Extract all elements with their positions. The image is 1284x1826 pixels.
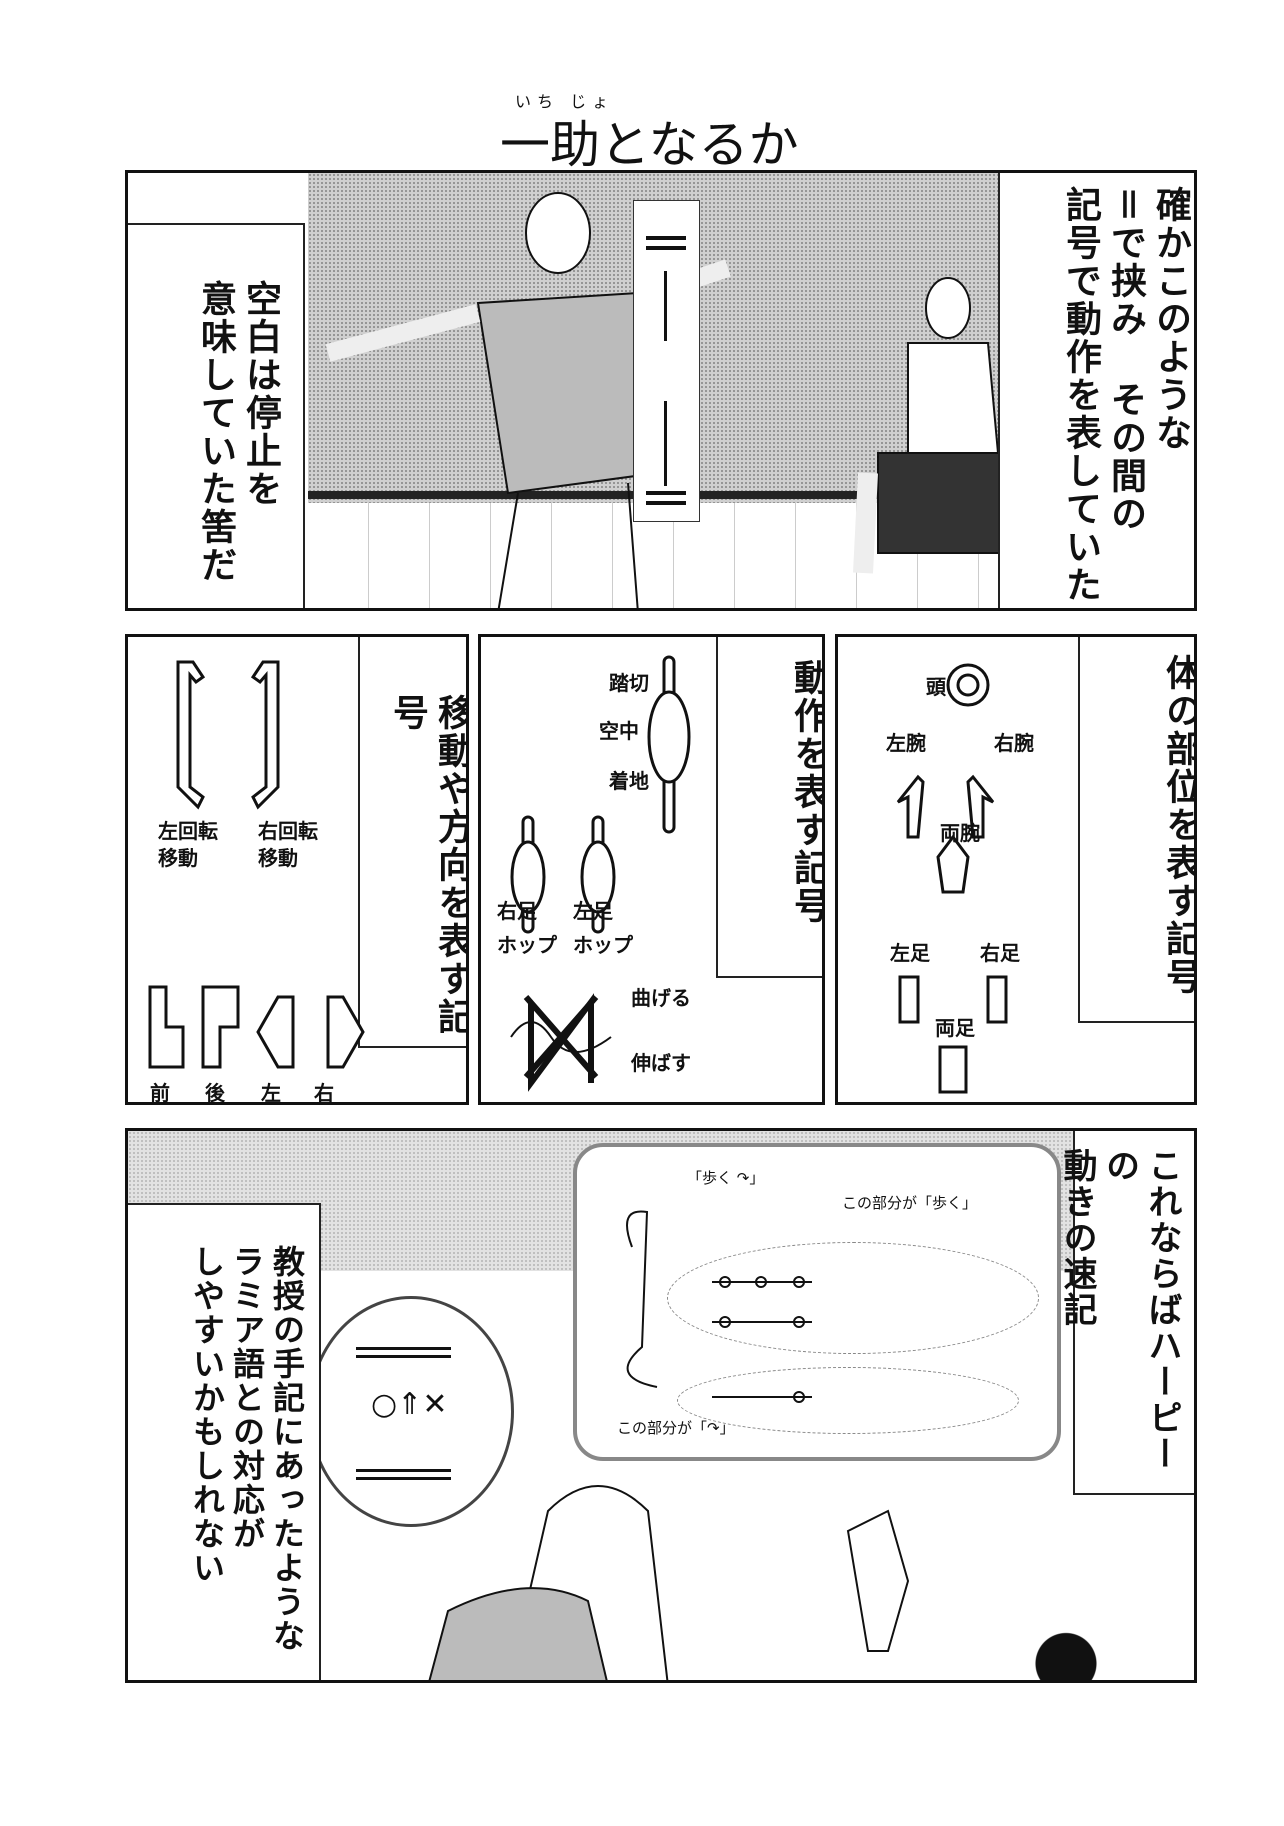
label-midair: 空中 <box>599 719 639 743</box>
label-extend: 伸ばす <box>631 1051 691 1075</box>
walk-label: 「歩く ↷」 <box>687 1169 765 1187</box>
caption-action: 動作を表す記号 <box>716 637 822 978</box>
glyph-sequence: ○⇑✕ <box>371 1387 448 1422</box>
label-bend: 曲げる <box>631 986 691 1010</box>
walk-notation <box>626 1210 812 1403</box>
label-right-leg: 右足 <box>980 941 1020 965</box>
label-both-arms: 両腕 <box>940 821 980 845</box>
label-takeoff: 踏切 <box>609 671 649 695</box>
part-hop-label: この部分が「↷」 <box>617 1419 735 1437</box>
caption-right: これならばハーピーの 動きの速記 <box>1057 1131 1194 1495</box>
caption-line: 教授の手記にあったような <box>268 1245 306 1653</box>
caption-line: 意味していた筈だ <box>195 280 236 584</box>
label-left-move: 移動 <box>158 846 198 870</box>
page-title: 一助となるか <box>500 116 799 174</box>
body-glyphs <box>896 663 1008 1094</box>
symbol-strip <box>633 200 700 522</box>
caption-left: 空白は停止を 意味していた筈だ <box>128 223 305 608</box>
panel-action-symbols: 動作を表す記号 踏切 空中 着地 右足 左足 ホップ ホップ 曲げる 伸ばす <box>478 634 825 1105</box>
direction-symbols <box>148 985 365 1069</box>
caption-line: 記号で動作を表していた <box>1060 186 1101 604</box>
label-head: 頭 <box>926 675 946 699</box>
label-hop-left: ホップ <box>573 933 633 957</box>
caption-line: しやすいかもしれない <box>188 1245 226 1585</box>
label-right-foot: 右足 <box>497 899 537 923</box>
caption-line: これならばハーピーの <box>1099 1148 1183 1472</box>
label-left-foot: 左足 <box>573 899 613 923</box>
label-back: 後 <box>205 1081 225 1105</box>
label-front: 前 <box>150 1081 170 1105</box>
caption-line: ＝で挟み その間の <box>1105 186 1146 533</box>
caption-line: ラミア語との対応が <box>228 1245 266 1551</box>
panel-3: ○⇑✕ 「歩く ↷」 この部分が「歩く」 この部分が「↷」 これならばハーピーの… <box>125 1128 1197 1683</box>
label-landing: 着地 <box>609 769 649 793</box>
label-both-legs: 両足 <box>935 1016 975 1040</box>
speech-bubble: ○⇑✕ <box>308 1296 514 1527</box>
panel-body-symbols: 体の部位を表す記号 頭 左腕 右腕 両腕 左足 右足 両足 <box>835 634 1197 1105</box>
caption-movement: 移動や方向を表す記号 <box>358 637 466 1048</box>
diagram-box: 「歩く ↷」 この部分が「歩く」 この部分が「↷」 <box>573 1143 1061 1461</box>
characters-illustration <box>428 1485 910 1680</box>
action-glyphs <box>510 655 691 1092</box>
title-ruby: いち じょ <box>515 92 615 111</box>
panel-1: 確かこのような ＝で挟み その間の 記号で動作を表していた 空白は停止を 意味し… <box>125 170 1197 611</box>
label-left-leg: 左足 <box>890 941 930 965</box>
label-right-rotation: 右回転 <box>258 819 318 843</box>
label-right-move: 移動 <box>258 846 298 870</box>
label-left: 左 <box>261 1081 281 1105</box>
caption-left: 教授の手記にあったような ラミア語との対応が しやすいかもしれない <box>128 1203 321 1680</box>
label-right-arm: 右腕 <box>994 731 1034 755</box>
panel-movement-symbols: 移動や方向を表す記号 左回転 移動 右回転 移動 前 後 左 右 <box>125 634 469 1105</box>
part-walk-label: この部分が「歩く」 <box>842 1194 978 1212</box>
caption-line: 空白は停止を <box>240 280 281 508</box>
label-right: 右 <box>314 1081 334 1105</box>
caption-line: 確かこのような <box>1150 186 1191 452</box>
label-left-arm: 左腕 <box>886 731 926 755</box>
rotation-symbols <box>176 660 280 810</box>
label-hop-right: ホップ <box>497 933 557 957</box>
caption-body: 体の部位を表す記号 <box>1078 637 1194 1023</box>
caption-line: 動きの速記 <box>1057 1148 1097 1328</box>
caption-right: 確かこのような ＝で挟み その間の 記号で動作を表していた <box>998 173 1194 608</box>
label-left-rotation: 左回転 <box>158 819 218 843</box>
